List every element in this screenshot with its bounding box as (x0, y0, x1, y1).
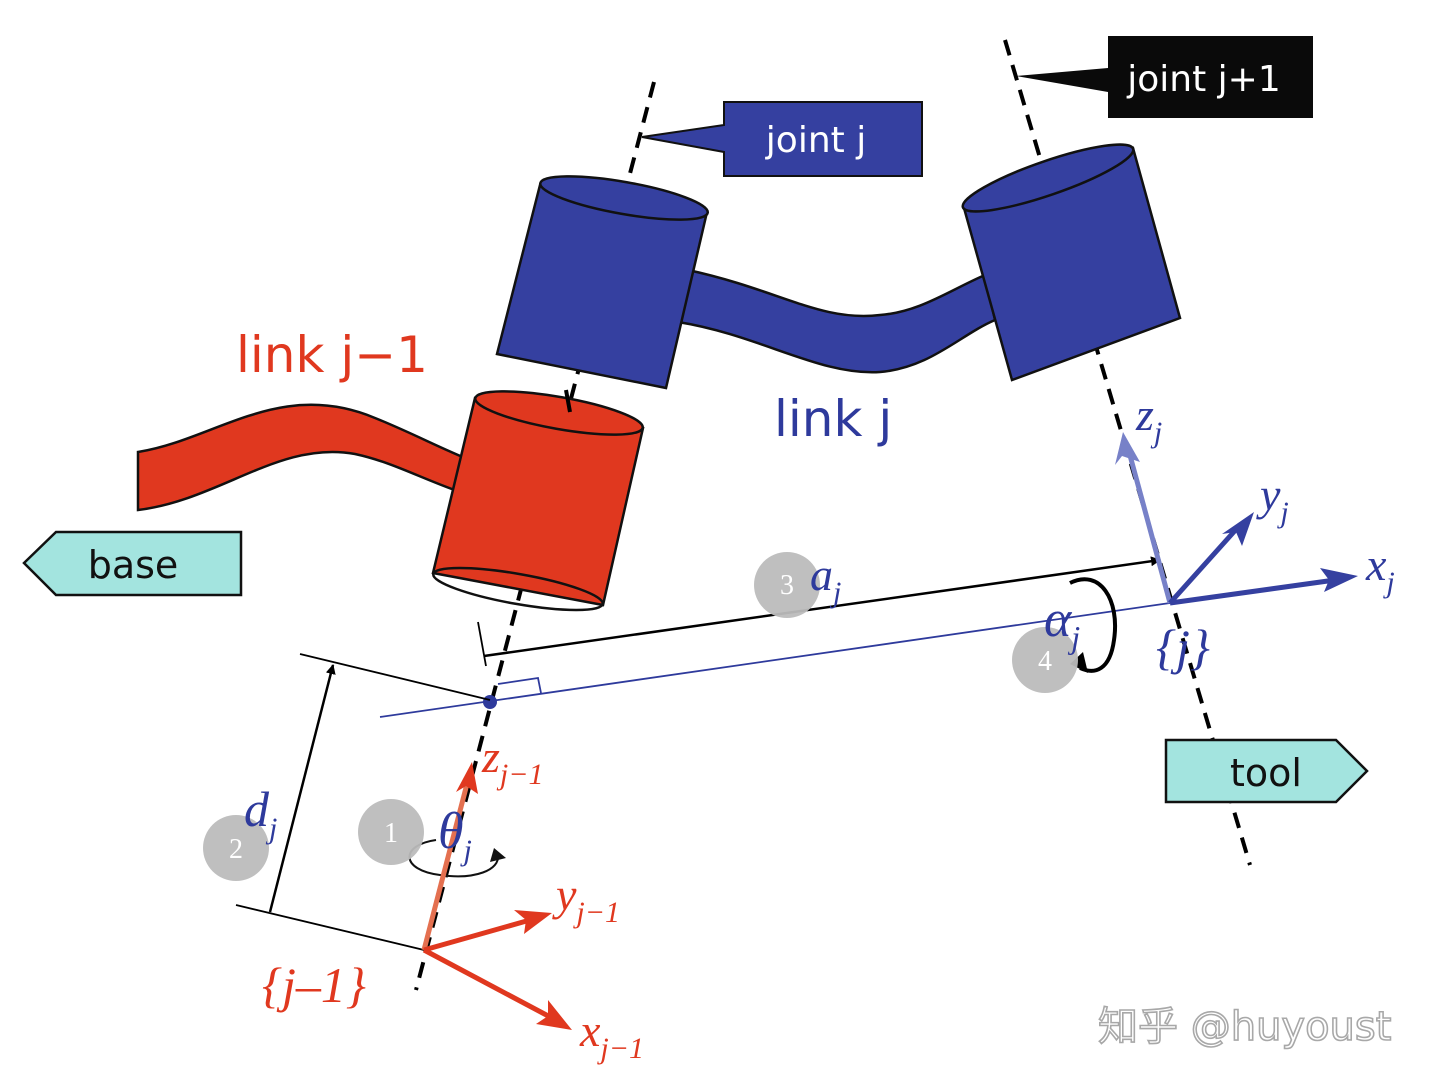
y-j-axis (1168, 523, 1242, 605)
y-jm1-axis (423, 917, 531, 953)
joint-j-label: joint j (765, 120, 866, 161)
base-label: base (88, 543, 179, 587)
tool-label: tool (1230, 751, 1302, 795)
link-j-label: link j (774, 390, 892, 448)
alpha-j-label: αj (1044, 591, 1080, 655)
joint-j-callout: joint j (641, 101, 923, 177)
z-j-axis (1125, 447, 1173, 604)
z-j-label: zj (1135, 389, 1162, 449)
joint-j1-label: joint j+1 (1126, 59, 1280, 100)
d-j-label: dj (244, 781, 277, 845)
z-jm1-axis (421, 779, 471, 951)
link-jm1-label: link j−1 (236, 326, 428, 384)
joint-j1-cylinder (961, 143, 1182, 382)
step-1-badge: 1 (358, 799, 424, 865)
step-3-badge: 3 (754, 552, 820, 618)
d-j-extension-bottom (235, 904, 425, 951)
link-jm1-body (136, 403, 472, 512)
link-j-body (676, 268, 997, 374)
x-j-label: xj (1365, 539, 1395, 599)
svg-text:2: 2 (229, 834, 243, 865)
x-j-axis (1169, 577, 1336, 606)
step-4-badge: 4 (1012, 627, 1078, 693)
base-tag: base (22, 530, 243, 597)
theta-j-label: θj (438, 803, 472, 867)
frame-j-axes (1115, 432, 1358, 606)
x-jm1-label: xj−1 (579, 1005, 644, 1065)
frame-jm1-label: {j–1} (262, 957, 366, 1013)
a-j-label: aj (810, 549, 841, 609)
svg-text:4: 4 (1038, 646, 1052, 677)
watermark: 知乎 @huyoust (1098, 1004, 1391, 1050)
z-jm1-label: zj−1 (481, 731, 544, 791)
origin-point (483, 695, 497, 709)
joint-j-cylinder (495, 175, 710, 390)
a-j-arrow (483, 556, 1161, 658)
frame-j-label: {j} (1156, 619, 1210, 675)
svg-text:1: 1 (384, 818, 398, 849)
joint-jm1-cylinder (431, 390, 645, 612)
joint-j1-callout: joint j+1 (1016, 36, 1313, 118)
y-j-label: yj (1256, 469, 1289, 529)
alpha-j-rotation-arrow (1069, 577, 1118, 673)
y-jm1-label: yj−1 (552, 869, 620, 929)
step-2-badge: 2 (203, 815, 269, 881)
d-j-arrow (268, 664, 336, 913)
svg-text:3: 3 (780, 570, 794, 601)
d-j-extension-top (299, 653, 491, 701)
frame-jm1-axes (421, 762, 572, 1030)
tool-tag: tool (1164, 738, 1369, 804)
x-jm1-axis (422, 947, 554, 1021)
common-normal-line (379, 602, 1171, 718)
